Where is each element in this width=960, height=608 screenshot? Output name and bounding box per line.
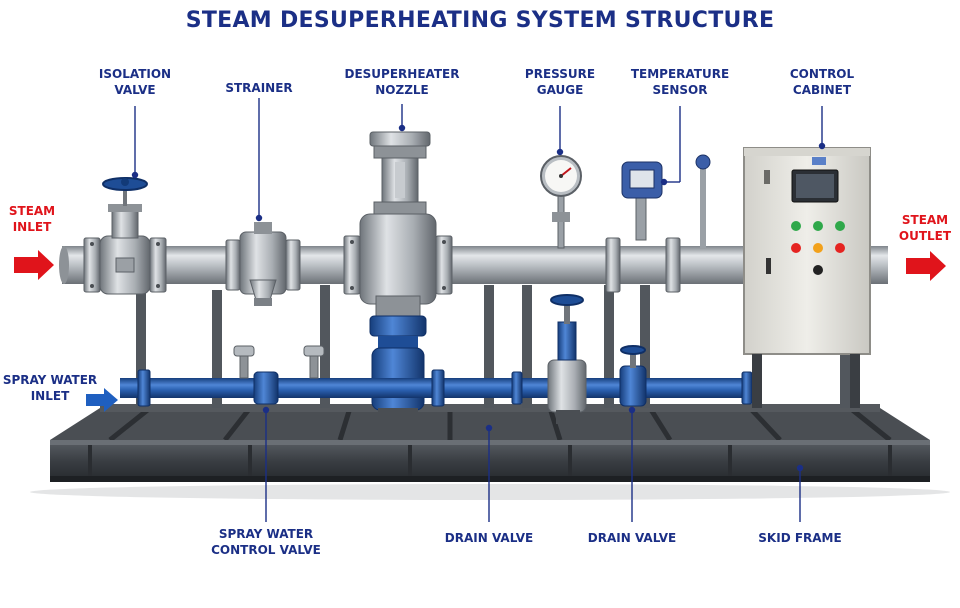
control-cabinet (743, 147, 871, 408)
spray-water-control-valve (253, 371, 279, 405)
drain-valve-1 (547, 294, 587, 424)
drain-valve-2 (619, 345, 647, 407)
steam-inlet-arrow (14, 250, 54, 280)
isolation-valve (99, 177, 151, 295)
label-drain-valve-1: DRAIN VALVE (444, 531, 534, 545)
label-strainer: STRAINER (225, 81, 293, 95)
label-skid-frame: SKID FRAME (758, 531, 842, 545)
spray-water-inlet-arrow (86, 388, 118, 412)
temperature-sensor (621, 154, 711, 248)
steam-outlet-arrow (906, 251, 946, 281)
strainer (239, 222, 287, 306)
desuperheater-nozzle (359, 131, 437, 420)
callout-lines (131, 98, 826, 522)
pressure-gauge (540, 155, 582, 249)
label-drain-valve-2: DRAIN VALVE (587, 531, 677, 545)
skid-frame (30, 404, 950, 500)
diagram-title: STEAM DESUPERHEATING SYSTEM STRUCTURE (185, 8, 775, 33)
